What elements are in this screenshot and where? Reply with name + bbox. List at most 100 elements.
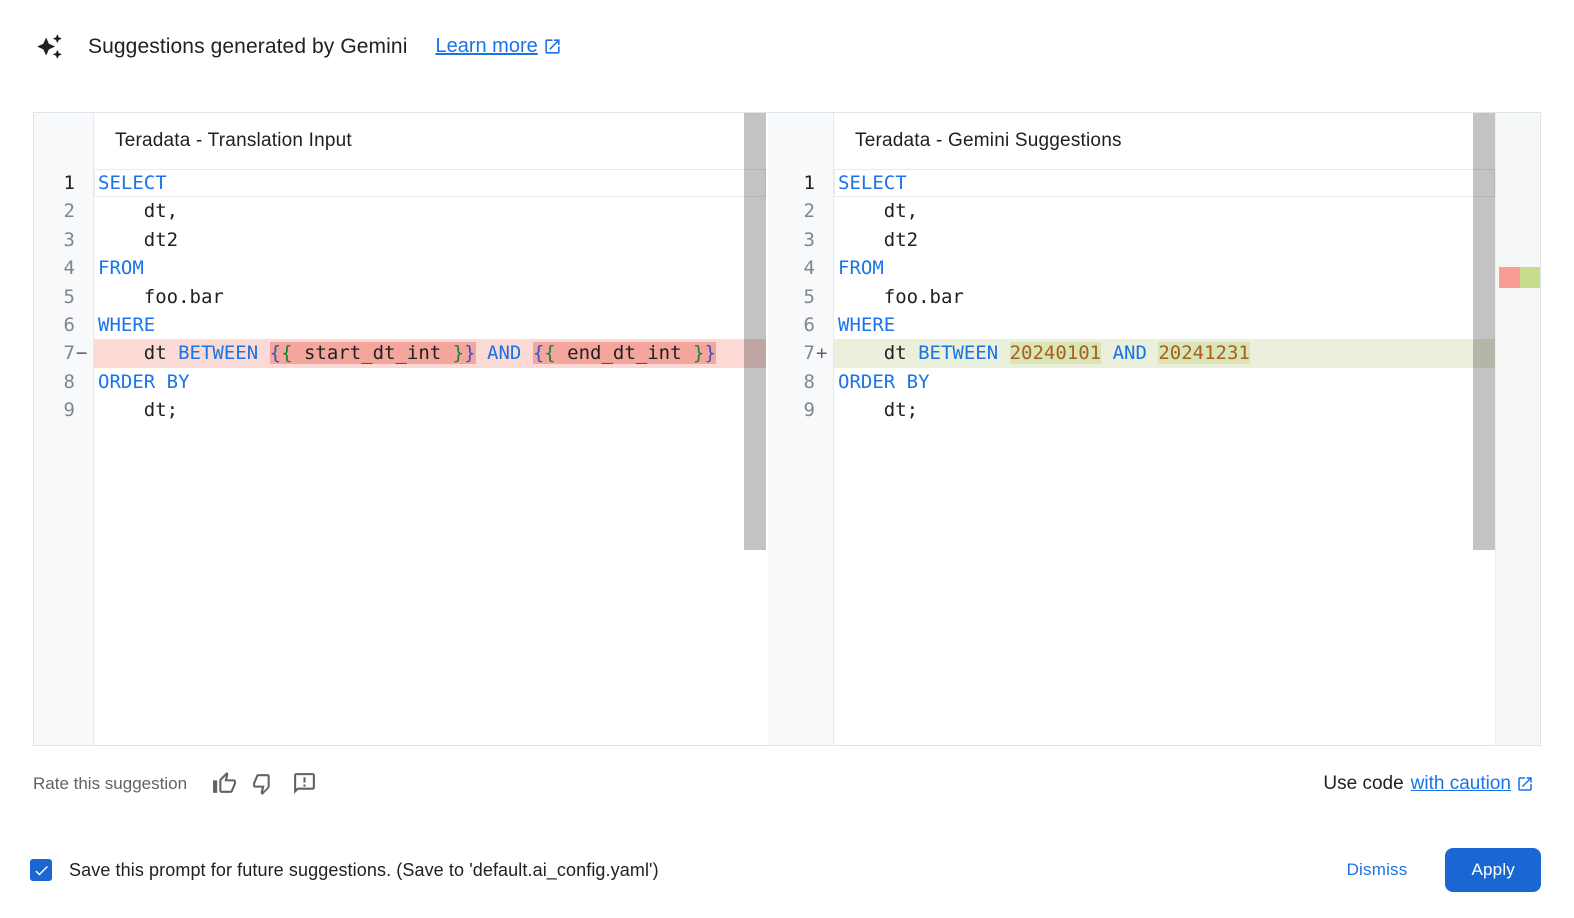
line-number: 9 [63,399,75,422]
code-token: 20241231 [1158,342,1250,365]
thumb-down-button[interactable] [252,771,277,796]
line-number: 6 [803,313,815,336]
code-token: { [269,342,282,365]
code-line[interactable]: WHERE [834,311,1495,339]
feedback-icon [294,773,315,794]
code-token: } [464,342,476,365]
code-line[interactable]: dt, [834,197,1495,225]
line-number: 3 [63,228,75,251]
code-token: { [281,342,293,365]
code-token: BETWEEN [178,342,259,365]
learn-more-link[interactable]: Learn more [435,35,561,58]
feedback-button[interactable] [292,771,317,796]
code-line[interactable]: foo.bar [834,283,1495,311]
line-number: 2 [63,200,75,223]
line-number: 1 [803,172,815,194]
code-token: dt2 [98,228,179,251]
line-number: 8 [803,370,815,393]
line-number: 6 [63,313,75,336]
code-line[interactable]: FROM [94,254,766,282]
code-token: dt [838,342,919,365]
code-token: } [693,342,705,365]
code-token: start_dt_int [292,342,453,365]
code-line[interactable]: SELECT [94,169,766,198]
code-token [1101,342,1112,364]
thumb-up-button[interactable] [212,771,237,796]
code-token: ORDER BY [98,370,190,393]
dismiss-button[interactable]: Dismiss [1341,859,1414,881]
code-token: dt [98,342,179,365]
use-code-notice: Use code with caution [1323,773,1534,795]
code-line[interactable]: ORDER BY [834,368,1495,396]
open-in-new-icon [545,39,560,54]
code-token: { [544,342,556,365]
code-token: end_dt_int [555,342,693,365]
code-line[interactable]: WHERE [94,311,766,339]
code-line[interactable]: dt; [834,396,1495,424]
line-number: 3 [803,228,815,251]
gemini-sparkle-icon [37,34,62,59]
code-token: WHERE [98,313,156,336]
code-token: FROM [98,257,144,280]
rate-suggestion-label: Rate this suggestion [33,773,188,793]
overview-ruler[interactable] [1495,113,1540,745]
check-icon [34,865,48,875]
code-line[interactable]: dt, [94,197,766,225]
code-token: } [704,342,716,365]
code-token [521,342,532,364]
code-line[interactable]: dt BETWEEN {{ start_dt_int }} AND {{ end… [94,339,766,368]
footer-bar: Save this prompt for future suggestions.… [30,848,1541,892]
rating-row: Rate this suggestion [33,771,332,796]
save-prompt-checkbox[interactable] [30,859,52,881]
code-token [998,342,1009,364]
thumb-up-icon [213,772,237,793]
panel-title-row: Teradata - Gemini Suggestions [834,113,1495,169]
code-token: AND [487,342,522,365]
code-token: foo.bar [838,285,964,308]
code-line[interactable]: foo.bar [94,283,766,311]
open-in-new-icon [1518,777,1532,791]
code-line[interactable]: ORDER BY [94,368,766,396]
diff-add-sign: + [816,342,828,365]
apply-button[interactable]: Apply [1445,848,1541,892]
line-number: 7− [34,339,93,367]
with-caution-link[interactable]: with caution [1410,773,1511,794]
code-line[interactable]: SELECT [834,169,1495,198]
line-number: 1 [63,172,75,194]
save-prompt-label: Save this prompt for future suggestions.… [69,859,659,880]
code-token: FROM [838,257,884,280]
panel-title: Teradata - Translation Input [115,130,352,151]
code-token: AND [1112,342,1147,365]
code-token: 20240101 [1009,342,1102,365]
code-token: dt; [838,399,919,422]
code-token: dt, [98,200,179,223]
line-number: 4 [63,257,75,280]
line-number: 2 [803,200,815,223]
vertical-scrollbar[interactable] [1473,113,1495,550]
code-token: WHERE [838,313,896,336]
line-number: 4 [803,257,815,280]
vertical-scrollbar[interactable] [744,113,766,550]
code-line[interactable]: dt BETWEEN 20240101 AND 20241231 [834,339,1495,368]
line-number: 8 [63,370,75,393]
code-token [1147,342,1158,364]
thumb-down-icon [253,774,270,795]
code-token: dt; [98,399,179,422]
code-token: ORDER BY [838,370,930,393]
code-token: SELECT [98,172,167,194]
use-code-text: Use code [1323,773,1404,794]
code-line[interactable]: dt; [94,396,766,424]
code-line[interactable]: FROM [834,254,1495,282]
code-line[interactable]: dt2 [834,226,1495,254]
line-number: 5 [803,285,815,308]
code-token: } [452,342,465,365]
code-token: dt, [838,200,919,223]
line-number: 9 [803,399,815,422]
panel-title-row: Teradata - Translation Input [94,113,766,169]
code-line[interactable]: dt2 [94,226,766,254]
